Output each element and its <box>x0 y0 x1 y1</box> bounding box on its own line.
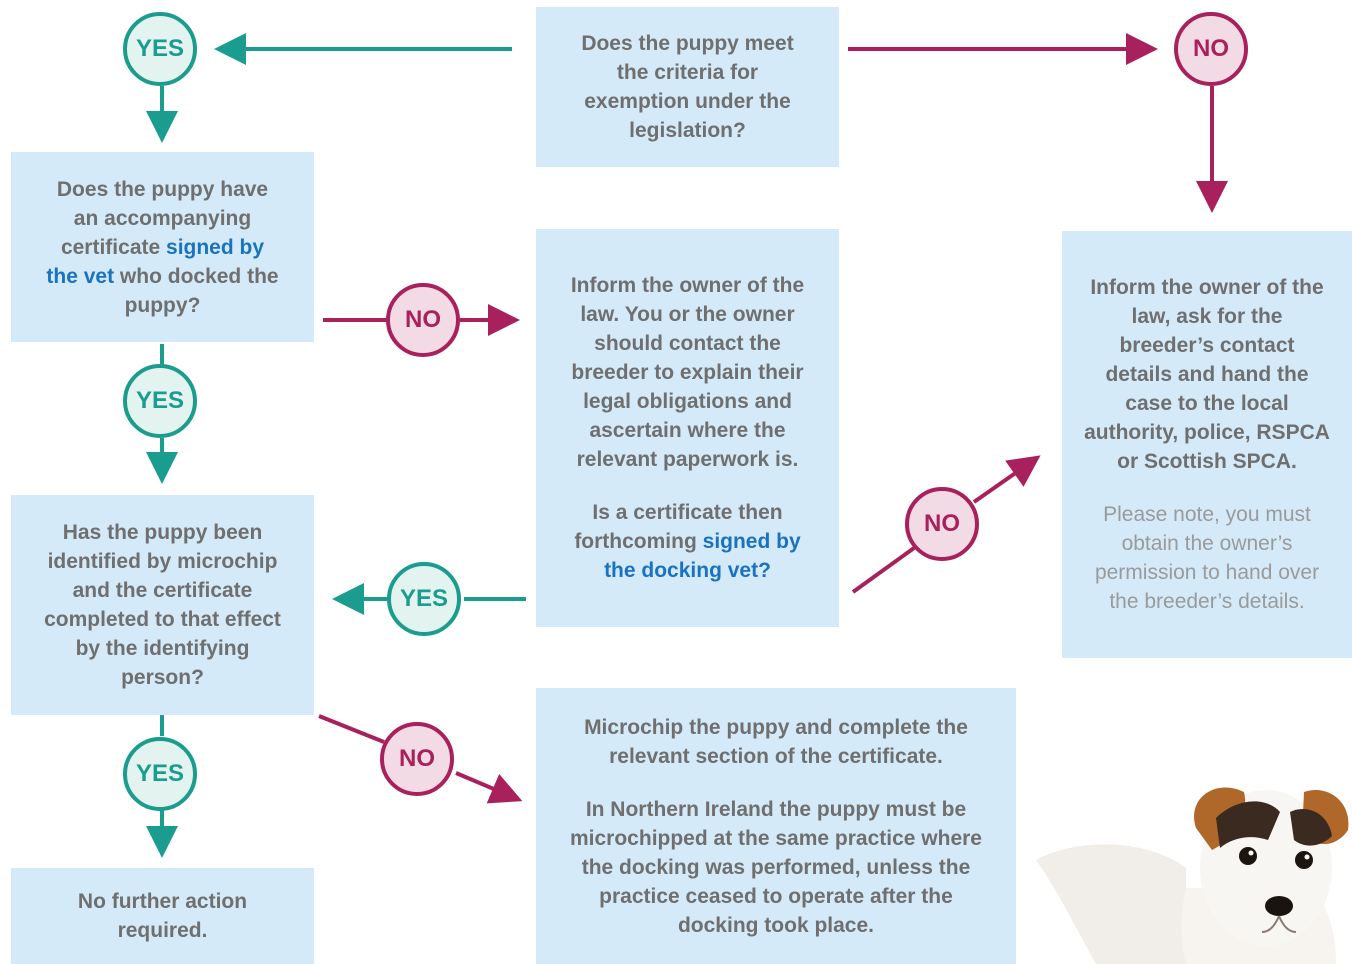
no-circle-microchip: NO <box>380 722 454 796</box>
box-hand-over-case: Inform the owner of the law, ask for the… <box>1062 231 1352 658</box>
docking-vet-highlight: signed by the docking vet? <box>604 530 801 582</box>
box-exemption-question: Does the puppy meet the criteria for exe… <box>536 7 839 167</box>
no-further-action-text: No further action required. <box>77 890 248 942</box>
yes-circle-certificate: YES <box>123 364 197 438</box>
certificate-question-text: Does the puppy have an accompanying cert… <box>46 177 279 317</box>
box-microchip-action: Microchip the puppy and complete the rel… <box>536 688 1016 964</box>
no-circle-exemption: NO <box>1174 12 1248 86</box>
puppy-image <box>1036 787 1349 964</box>
yes-circle-exemption: YES <box>123 12 197 86</box>
no-circle-certificate: NO <box>386 283 460 357</box>
hand-over-note: Please note, you must obtain the owner’s… <box>1094 503 1320 613</box>
exemption-question-text: Does the puppy meet the criteria for exe… <box>581 32 794 142</box>
arrow-inform-no <box>972 455 1041 504</box>
no-circle-inform: NO <box>905 487 979 561</box>
arrow-no-to-microchip-action <box>455 771 523 804</box>
inform-owner-question: Is a certificate then forthcoming signed… <box>574 501 801 582</box>
yes-circle-microchip: YES <box>123 737 197 811</box>
certificate-signed-highlight: signed by the vet <box>46 235 265 288</box>
box-microchip-question: Has the puppy been identified by microch… <box>11 495 314 715</box>
inform-owner-text: Inform the owner of the law. You or the … <box>570 274 805 471</box>
box-inform-owner: Inform the owner of the law. You or the … <box>536 229 839 627</box>
yes-circle-inform: YES <box>387 562 461 636</box>
microchip-question-text: Has the puppy been identified by microch… <box>44 521 281 689</box>
box-certificate-question: Does the puppy have an accompanying cert… <box>11 152 314 342</box>
hand-over-text: Inform the owner of the law, ask for the… <box>1084 276 1330 473</box>
box-no-further-action: No further action required. <box>11 868 314 964</box>
northern-ireland-text: In Northern Ireland the puppy must be mi… <box>570 797 982 937</box>
microchip-action-text: Microchip the puppy and complete the rel… <box>584 715 968 768</box>
